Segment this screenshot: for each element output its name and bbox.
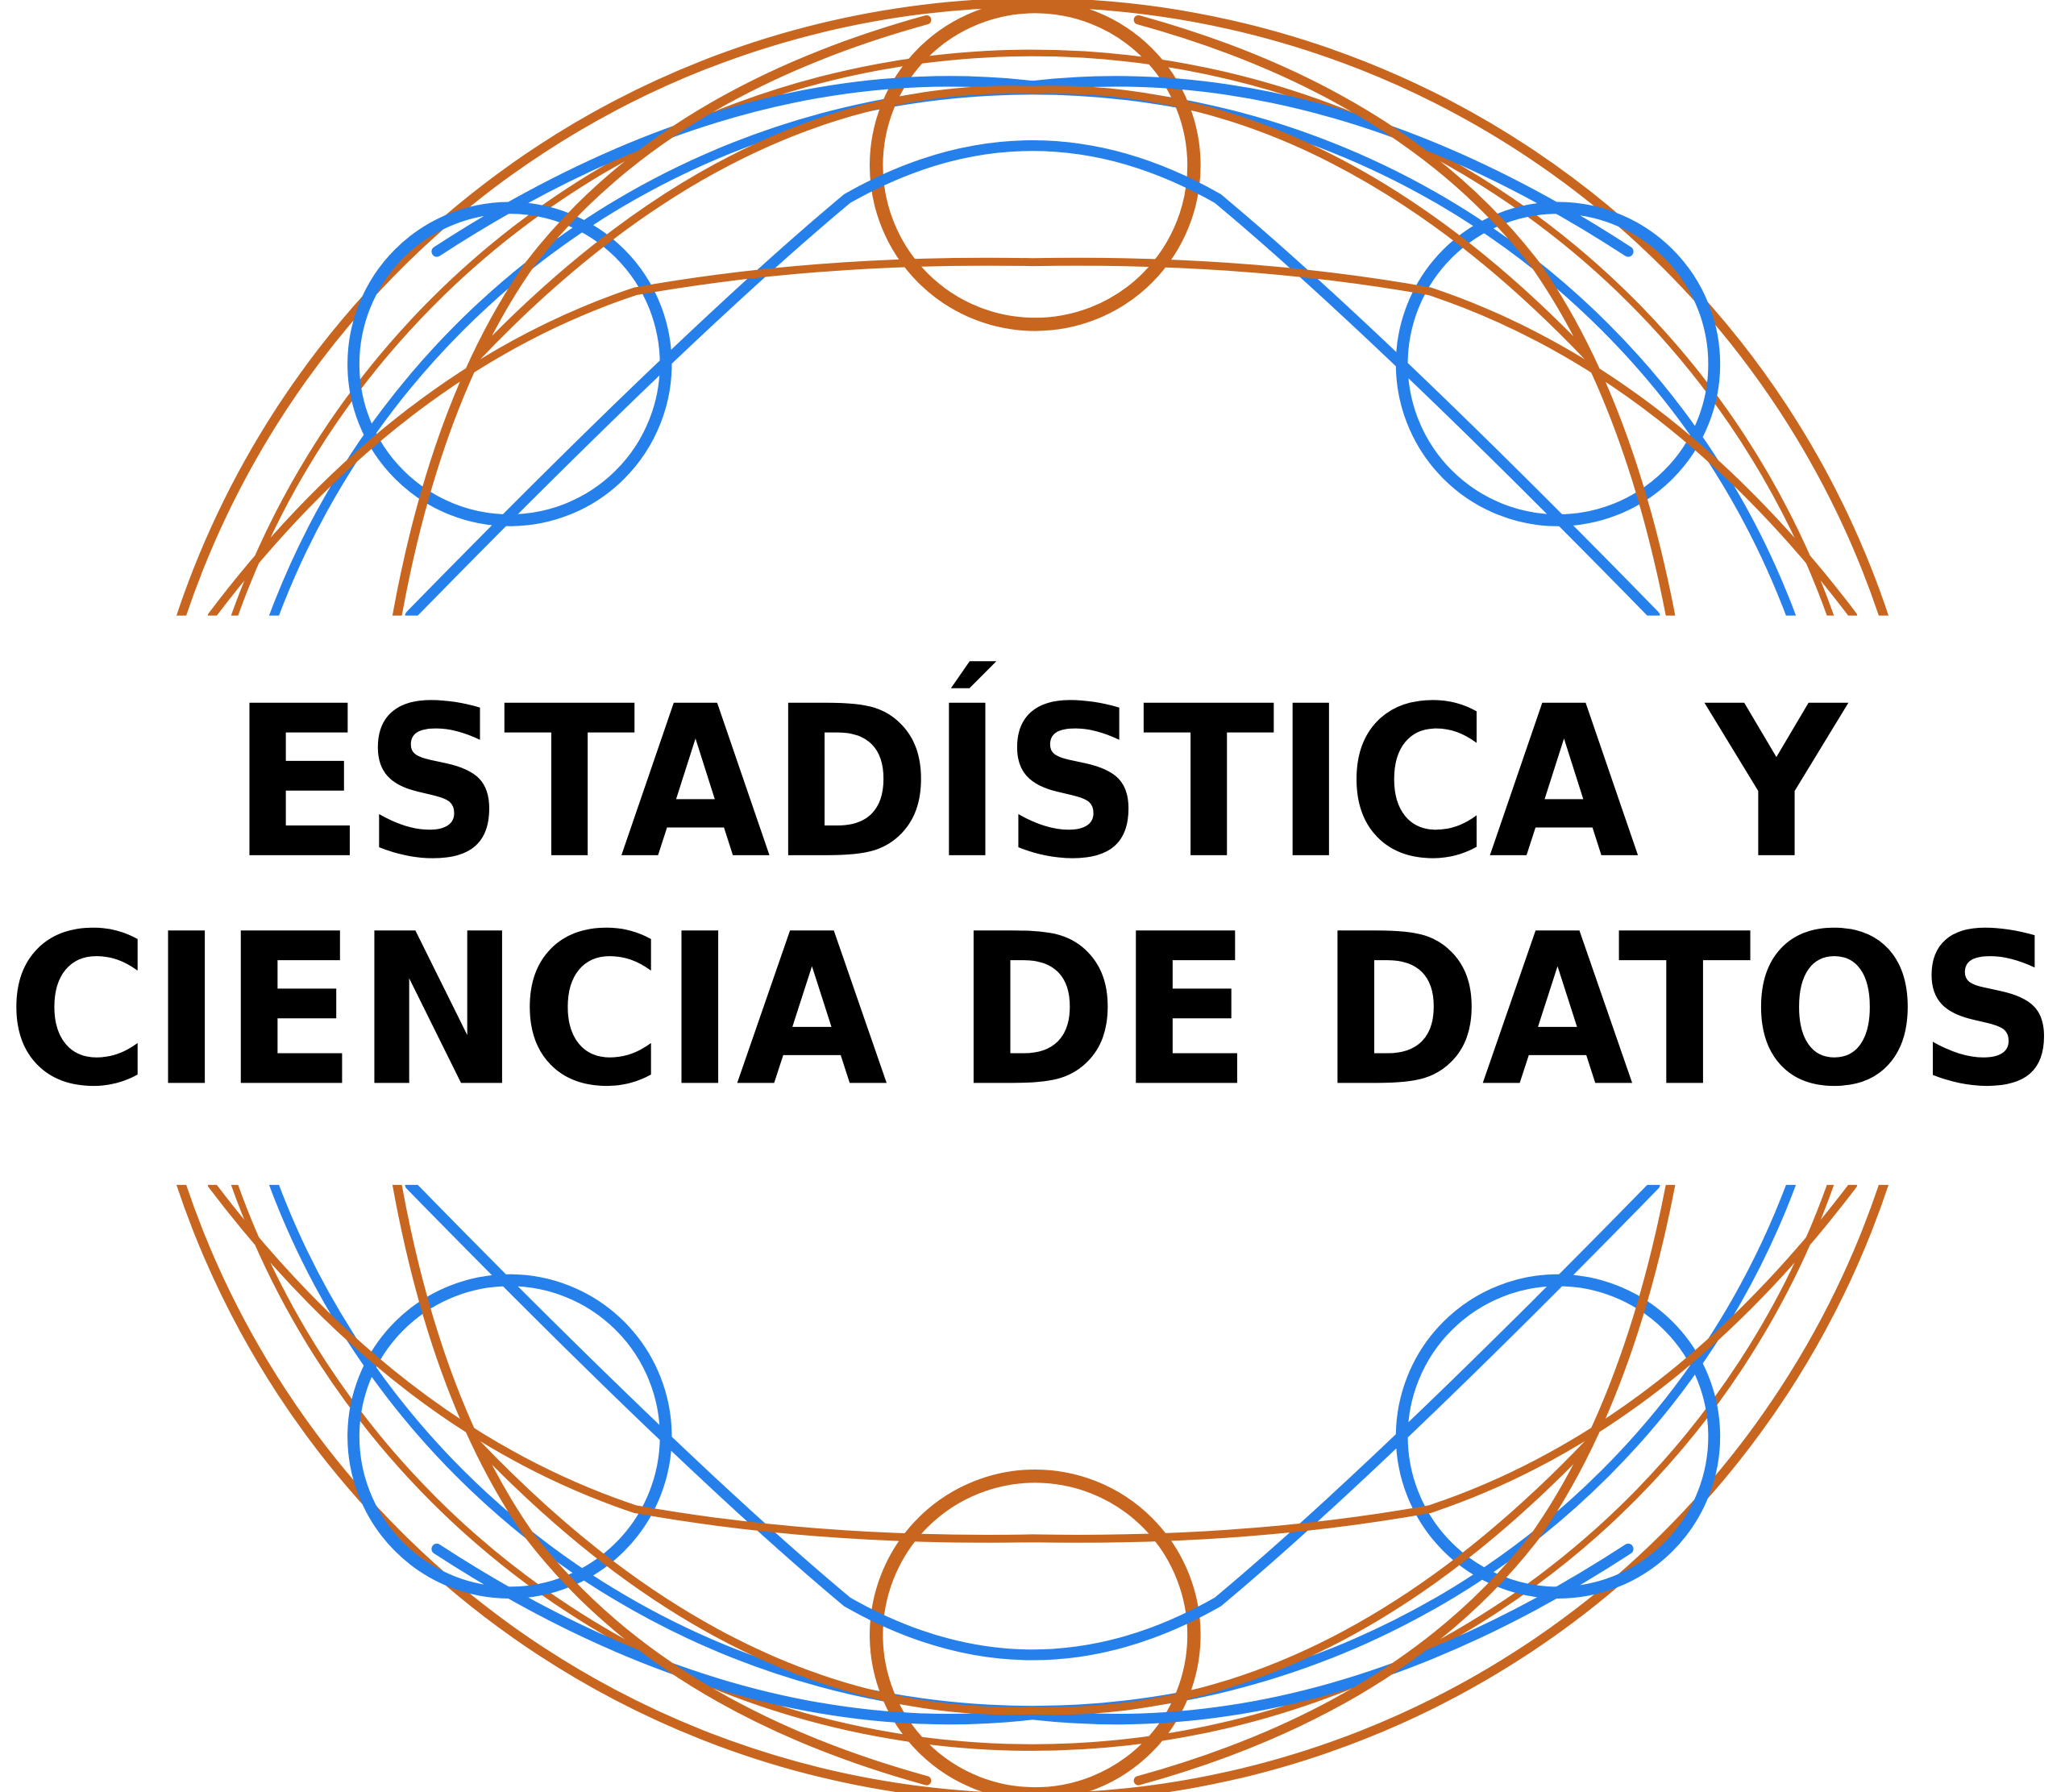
blue-node-bottom-left <box>347 1274 672 1599</box>
blue-curve-bottom <box>405 1179 1660 1661</box>
logo-title: ESTADÍSTICA Y CIENCIA DE DATOS <box>6 659 2059 1133</box>
blue-curve-top <box>405 140 1660 622</box>
blue-node-top-left <box>347 202 672 526</box>
orange-curve-left-bottom <box>392 1180 932 1786</box>
orange-curve-top-band <box>207 257 1858 620</box>
orange-node-top <box>869 0 1201 331</box>
orange-curve-top-arc <box>472 85 1593 362</box>
orange-curve-bottom-band <box>207 1180 1858 1543</box>
title-line-2: CIENCIA DE DATOS <box>6 889 2059 1133</box>
globe-emblem <box>130 0 1935 1792</box>
orange-node-bottom <box>869 1469 1201 1792</box>
blue-node-top-right <box>1395 202 1721 526</box>
orange-curve-right-bottom <box>1133 1180 1676 1786</box>
blue-node-bottom-right <box>1395 1274 1721 1599</box>
orange-curve-bottom-arc <box>472 1439 1593 1715</box>
orange-curve-right-top <box>1133 15 1676 621</box>
title-line-1: ESTADÍSTICA Y <box>231 659 1848 905</box>
orange-curve-left-top <box>392 15 932 621</box>
